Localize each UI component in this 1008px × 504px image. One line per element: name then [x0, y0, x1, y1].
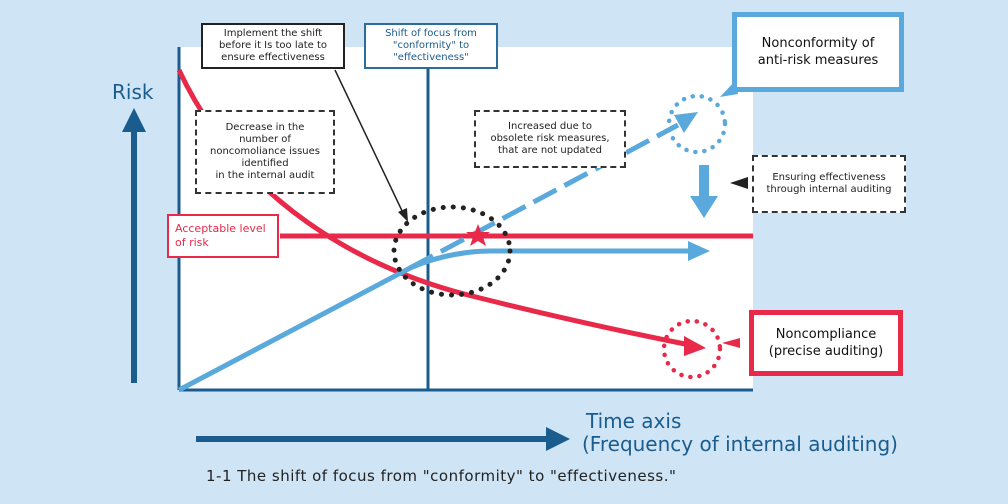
callout-line: "effectiveness" [393, 52, 469, 63]
increased-obsolete-callout: Increased due to obsolete risk measures,… [474, 110, 626, 168]
callout-line: Noncompliance [775, 327, 877, 342]
callout-line: number of [239, 134, 291, 145]
noncompliance-pointer-icon [722, 338, 740, 348]
callout-line: obsolete risk measures, [490, 133, 610, 144]
callout-line: identified [241, 158, 289, 169]
shift-point-dotted-circle [391, 204, 513, 298]
callout-line: noncomoliance issues [209, 146, 321, 157]
noncompliance-box: Noncompliance (precise auditing) [749, 310, 903, 376]
noncompliance-dotted-circle [661, 318, 723, 380]
nonconformity-dotted-circle [666, 93, 728, 155]
implement-pointer-arrowhead [398, 208, 408, 222]
callout-line: Acceptable level [175, 222, 266, 235]
risk-label: Risk [112, 80, 154, 104]
callout-line: anti-risk measures [757, 53, 879, 68]
decrease-noncompliance-callout: Decrease in the number of noncomoliance … [195, 110, 335, 194]
obsolete-risk-dashed-line [408, 122, 680, 271]
ensuring-pointer-icon [730, 177, 748, 189]
callout-line: Implement the shift [223, 28, 323, 39]
obsolete-risk-arrowhead [674, 112, 698, 133]
implement-pointer-line [334, 69, 405, 216]
time-axis-label-line1: Time axis [586, 409, 682, 433]
callout-line: ensure effectiveness [221, 52, 325, 63]
callout-line: Ensuring effectiveness [772, 172, 886, 183]
callout-line: Shift of focus from [385, 28, 477, 39]
intersection-star-icon [466, 224, 490, 246]
effectiveness-arrowhead [688, 241, 710, 261]
ensuring-down-arrowhead [690, 196, 718, 218]
callout-line: before it Is too late to [218, 40, 328, 51]
nonconformity-box: Nonconformity of anti-risk measures [732, 12, 904, 92]
shift-focus-callout: Shift of focus from "conformity" to "eff… [364, 23, 498, 69]
implement-shift-callout: Implement the shift before it Is too lat… [201, 23, 345, 69]
callout-line: (precise auditing) [768, 344, 884, 359]
callout-line: that are not updated [498, 145, 602, 156]
callout-line: through internal auditing [766, 184, 892, 195]
callout-line: Increased due to [508, 121, 592, 132]
callout-line: Nonconformity of [761, 36, 875, 51]
acceptable-level-callout: Acceptable level of risk [167, 214, 279, 258]
time-axis-label-line2: (Frequency of internal auditing) [582, 432, 898, 456]
callout-line: "conformity" to [392, 40, 470, 51]
callout-line: in the internal audit [215, 170, 315, 181]
ensuring-effectiveness-callout: Ensuring effectiveness through internal … [752, 155, 906, 213]
time-axis-arrowhead [546, 427, 570, 451]
figure-caption: 1-1 The shift of focus from "conformity"… [206, 467, 677, 485]
noncompliance-arrowhead [684, 336, 706, 356]
risk-axis-arrowhead [122, 108, 146, 132]
callout-line: of risk [175, 236, 209, 249]
time-axis-label: Time axis (Frequency of internal auditin… [582, 410, 898, 456]
callout-line: Decrease in the [225, 122, 305, 133]
